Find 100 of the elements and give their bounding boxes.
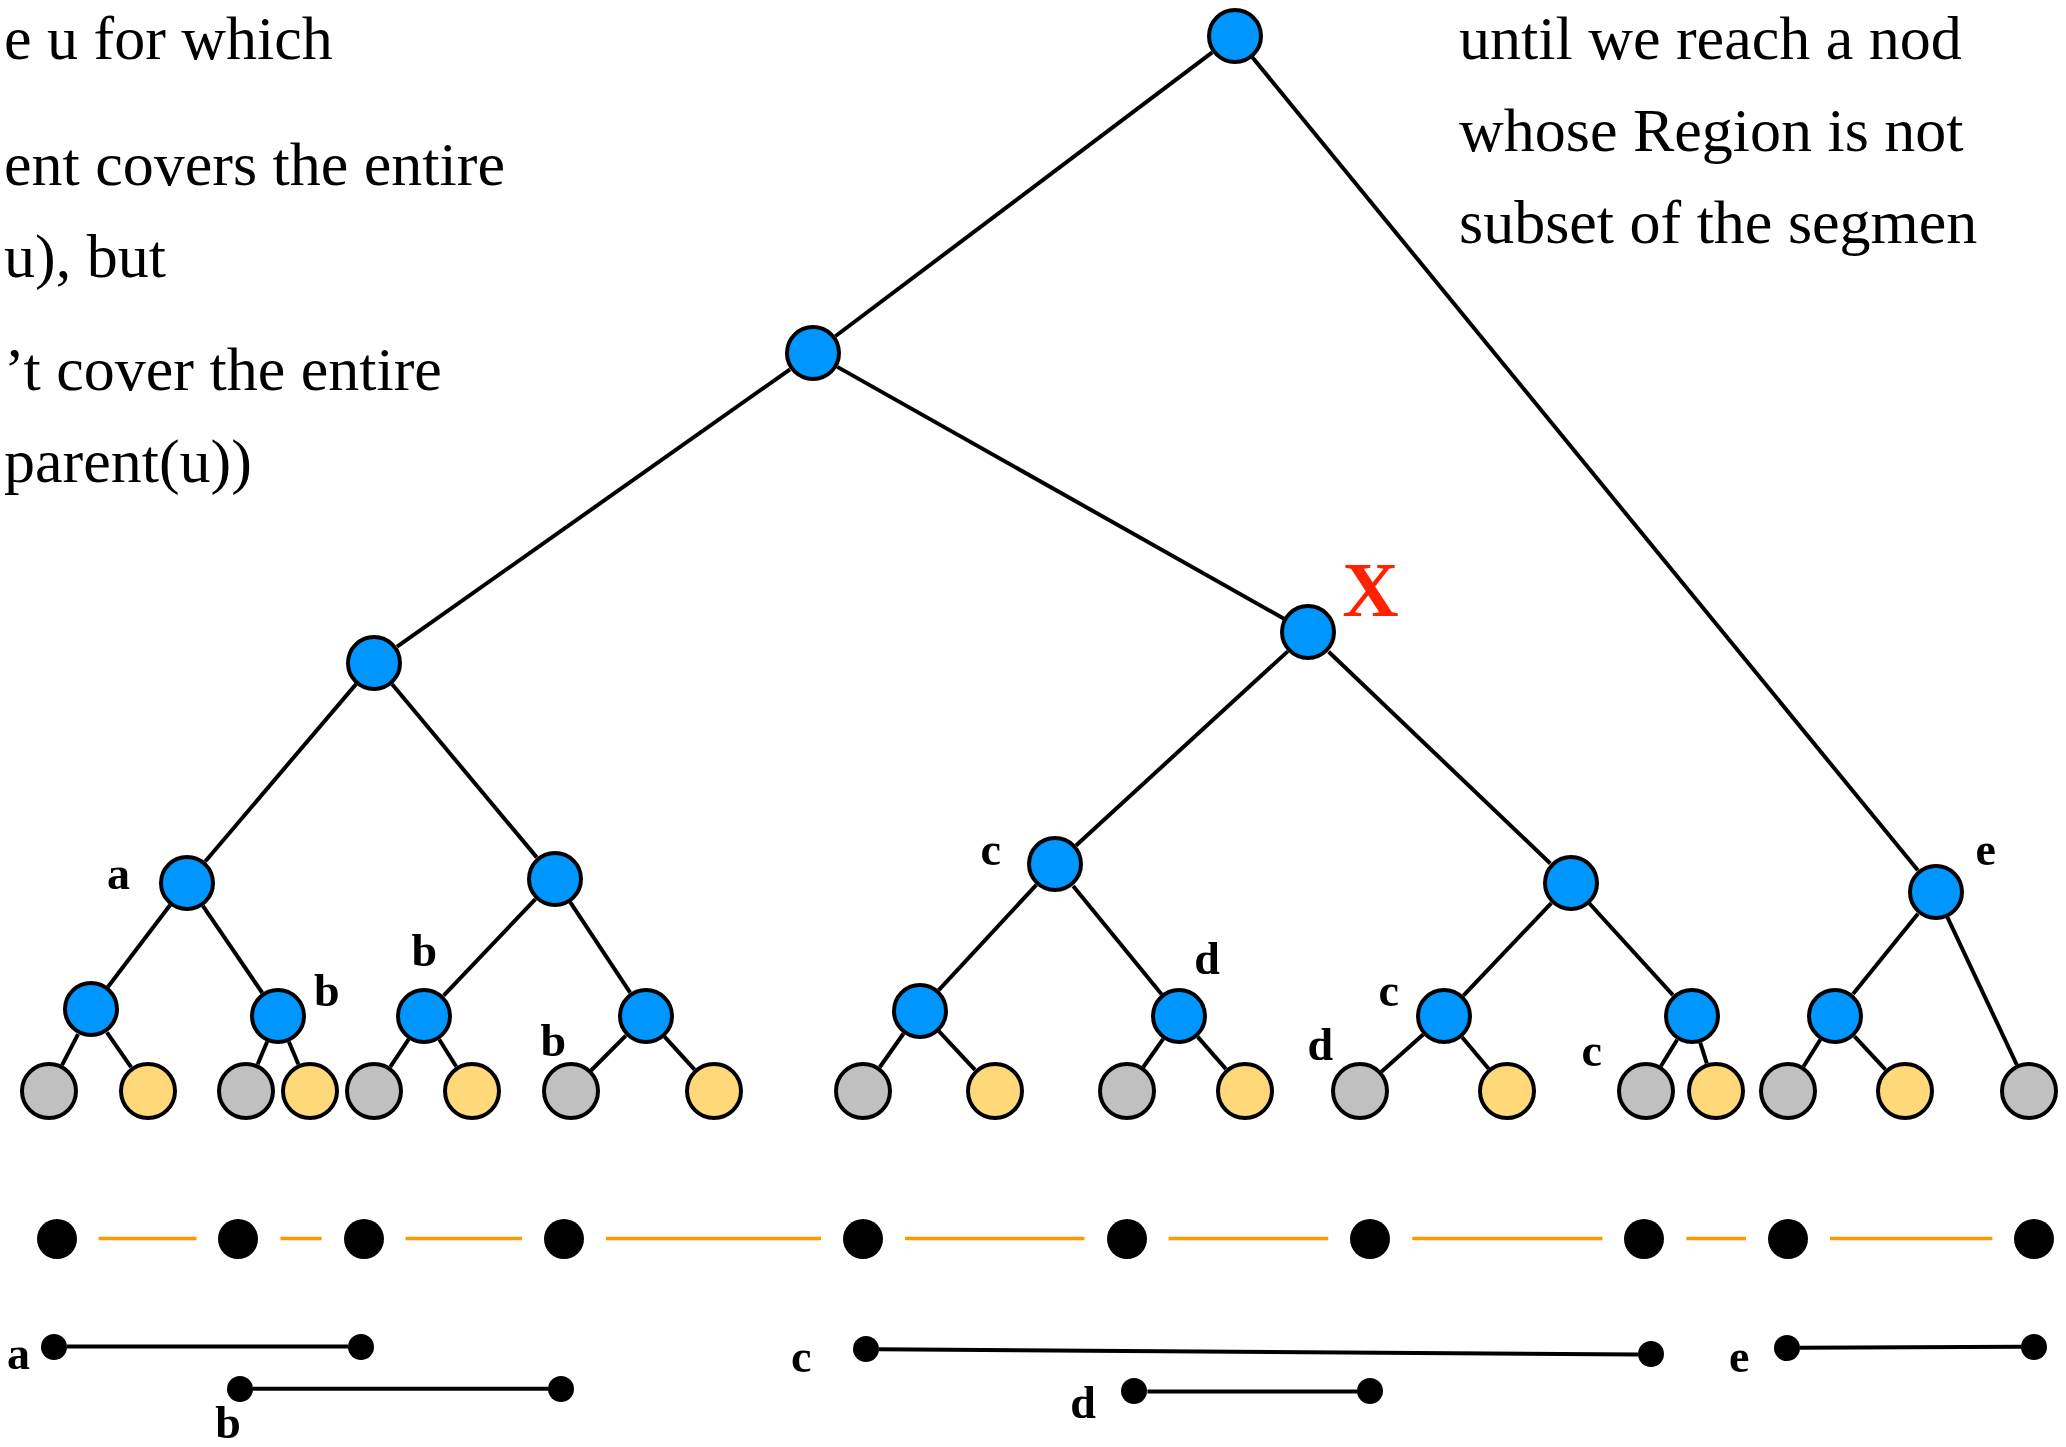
tree-node-circle	[1663, 987, 1720, 1044]
cross-mark: X	[1342, 551, 1399, 630]
node-letter: e	[1975, 826, 1996, 873]
endpoint-dot	[343, 1218, 384, 1259]
segment-endpoint-dot	[548, 1375, 575, 1402]
tree-node-circle	[1206, 7, 1263, 64]
tree-node-circle	[250, 987, 306, 1044]
segment-endpoint-dot	[2021, 1333, 2048, 1360]
annotation-text: until we reach a nod whose Region is not subset of the segmen	[1459, 3, 1979, 258]
tree-edge	[1074, 649, 1290, 847]
endpoint-dot	[1106, 1218, 1147, 1259]
segment-line	[1799, 1344, 2022, 1350]
interval-line	[1830, 1236, 1993, 1241]
interval-line	[1168, 1236, 1329, 1241]
tree-edge	[1250, 55, 1920, 872]
tree-edge	[60, 1033, 80, 1067]
tree-node-circle	[62, 981, 119, 1038]
tree-edge	[1196, 1035, 1228, 1071]
endpoint-dot	[1768, 1218, 1808, 1259]
tree-edge	[395, 367, 792, 649]
node-letter: d	[1070, 1380, 1096, 1427]
tree-node-circle	[396, 987, 453, 1044]
leaf-node-circle	[541, 1061, 600, 1120]
endpoint-dot	[36, 1218, 77, 1259]
node-letter: e	[1729, 1334, 1750, 1381]
tree-edge	[442, 897, 537, 997]
tree-edge	[1945, 916, 2019, 1066]
segment-endpoint-dot	[1637, 1341, 1664, 1368]
annotation-text: e u for which	[4, 3, 334, 74]
tree-edge	[1587, 902, 1675, 997]
tree-edge	[1380, 1033, 1425, 1074]
tree-node-circle	[1151, 987, 1208, 1044]
tree-node-circle	[1027, 836, 1084, 893]
segment-line	[1147, 1389, 1358, 1394]
tree-edge	[390, 682, 539, 859]
node-letter: b	[313, 967, 340, 1014]
tree-edge	[834, 50, 1214, 338]
tree-edge	[937, 1029, 977, 1072]
tree-edge	[1801, 1038, 1823, 1068]
leaf-node-circle	[1759, 1061, 1817, 1120]
endpoint-dot	[1624, 1218, 1665, 1259]
endpoint-dot	[2014, 1218, 2055, 1259]
tree-edge	[1461, 901, 1553, 997]
tree-edge	[1659, 1038, 1679, 1068]
tree-edge	[568, 901, 632, 994]
leaf-node-circle	[1097, 1061, 1156, 1120]
tree-edge	[1327, 650, 1552, 865]
tree-node-circle	[617, 987, 674, 1044]
leaf-node-circle	[19, 1061, 78, 1120]
leaf-node-circle	[2000, 1061, 2059, 1120]
tree-edge	[836, 365, 1285, 621]
segment-endpoint-dot	[852, 1336, 879, 1363]
leaf-node-circle	[834, 1061, 892, 1120]
tree-edge	[1853, 1035, 1887, 1072]
interval-line	[605, 1236, 822, 1241]
leaf-node-circle	[1216, 1061, 1275, 1120]
node-letter: c	[980, 826, 1002, 873]
interval-line	[405, 1236, 522, 1241]
tree-edge	[255, 1040, 269, 1066]
leaf-node-circle	[217, 1061, 276, 1120]
node-letter: c	[1378, 967, 1399, 1014]
tree-edge	[937, 883, 1038, 992]
tree-edge	[1460, 1036, 1491, 1071]
leaf-node-circle	[345, 1061, 404, 1120]
interval-line	[1412, 1236, 1603, 1241]
node-letter: b	[215, 1400, 241, 1446]
node-letter: b	[540, 1017, 567, 1064]
tree-edge	[388, 1038, 411, 1068]
node-letter: a	[107, 850, 131, 897]
tree-edge	[106, 903, 172, 989]
tree-edge	[589, 1034, 628, 1072]
segment-endpoint-dot	[1357, 1378, 1384, 1405]
tree-edge	[201, 904, 264, 994]
leaf-node-circle	[1876, 1061, 1935, 1120]
tree-edge	[1698, 1041, 1709, 1064]
node-letter: d	[1194, 936, 1220, 983]
tree-node-circle	[1907, 864, 1964, 920]
node-letter: b	[411, 928, 438, 975]
tree-node-circle	[891, 982, 948, 1039]
node-letter: a	[6, 1331, 30, 1378]
interval-line	[905, 1236, 1085, 1241]
node-letter: d	[1307, 1021, 1334, 1068]
endpoint-dot	[843, 1218, 883, 1259]
tree-node-circle	[1542, 854, 1599, 911]
leaf-node-circle	[685, 1061, 744, 1120]
leaf-node-circle	[1616, 1061, 1675, 1120]
endpoint-dot	[218, 1218, 259, 1259]
node-letter: c	[1581, 1028, 1602, 1075]
segment-endpoint-dot	[1121, 1378, 1148, 1405]
tree-edge	[203, 682, 358, 863]
tree-node-circle	[1280, 604, 1337, 661]
endpoint-dot	[543, 1218, 584, 1259]
tree-edge	[663, 1035, 697, 1071]
tree-node-circle	[1416, 987, 1473, 1044]
node-letter: c	[790, 1334, 812, 1381]
tree-node-circle	[784, 325, 841, 382]
tree-edge	[105, 1031, 133, 1069]
interval-line	[280, 1236, 322, 1241]
segment-line	[67, 1344, 348, 1349]
leaf-node-circle	[280, 1061, 339, 1120]
